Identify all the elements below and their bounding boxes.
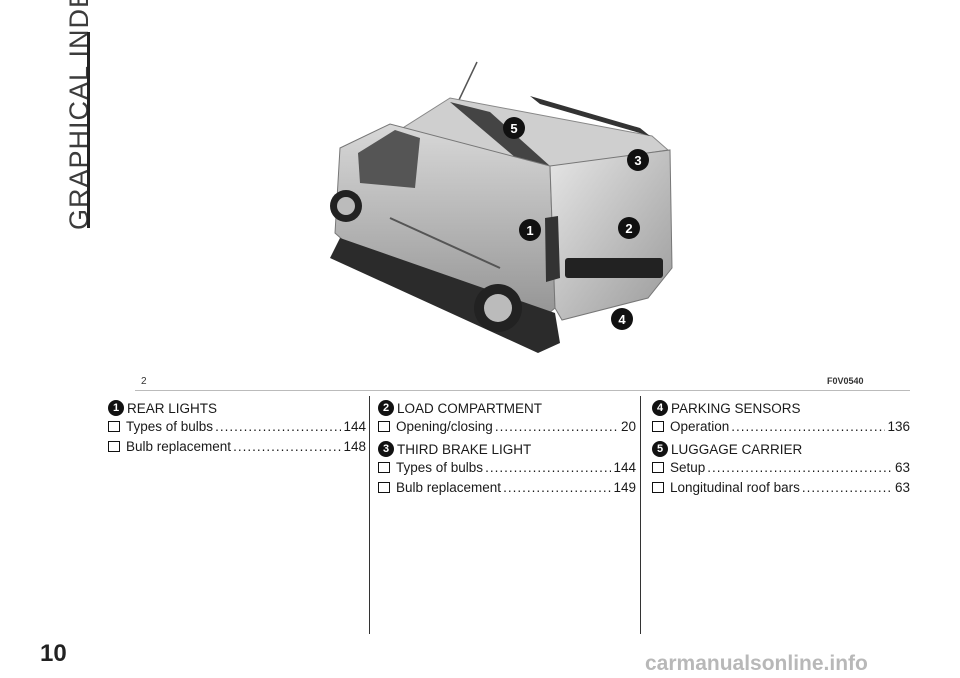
index-entry[interactable]: Setup 63 — [652, 460, 910, 480]
entry-page: 63 — [894, 460, 910, 475]
entry-bullet-icon — [108, 421, 120, 432]
callout-3: 3 — [634, 153, 641, 168]
entry-bullet-icon — [378, 462, 390, 473]
index-entry[interactable]: Longitudinal roof bars 63 — [652, 480, 910, 500]
index-entry[interactable]: Bulb replacement 148 — [108, 439, 366, 459]
column-divider — [369, 396, 370, 634]
leader-dots — [802, 480, 893, 495]
group-title: PARKING SENSORS — [671, 400, 801, 416]
van-rear-illustration: 1 2 3 4 5 — [330, 61, 673, 353]
entry-page: 144 — [613, 460, 636, 475]
entry-bullet-icon — [652, 421, 664, 432]
entry-page: 63 — [894, 480, 910, 495]
callout-badge: 4 — [652, 400, 668, 416]
callout-badge: 5 — [652, 441, 668, 457]
index-entry[interactable]: Types of bulbs 144 — [378, 460, 636, 480]
entry-bullet-icon — [378, 421, 390, 432]
section-title-vertical: GRAPHICAL INDEX — [56, 0, 96, 230]
leader-dots — [495, 419, 619, 434]
entry-label: Types of bulbs — [126, 419, 214, 434]
index-column-3: 4 PARKING SENSORS Operation 136 5 LUGGAG… — [652, 398, 910, 500]
entry-label: Operation — [670, 419, 730, 434]
leader-dots — [233, 439, 341, 454]
leader-dots — [485, 460, 611, 475]
entry-label: Bulb replacement — [396, 480, 502, 495]
group-heading: 1 REAR LIGHTS — [108, 398, 366, 418]
index-column-1: 1 REAR LIGHTS Types of bulbs 144 Bulb re… — [108, 398, 366, 459]
section-title: GRAPHICAL INDEX — [64, 0, 94, 230]
callout-badge: 3 — [378, 441, 394, 457]
group-heading: 2 LOAD COMPARTMENT — [378, 398, 636, 418]
entry-bullet-icon — [652, 462, 664, 473]
figure-code: F0V0540 — [827, 376, 864, 386]
callout-badge: 1 — [108, 400, 124, 416]
watermark-text: carmanualsonline.info — [645, 652, 868, 675]
index-entry[interactable]: Opening/closing 20 — [378, 419, 636, 439]
entry-label: Types of bulbs — [396, 460, 484, 475]
entry-label: Setup — [670, 460, 706, 475]
index-entry[interactable]: Types of bulbs 144 — [108, 419, 366, 439]
leader-dots — [707, 460, 893, 475]
section-rule — [87, 32, 90, 228]
entry-bullet-icon — [108, 441, 120, 452]
group-title: LUGGAGE CARRIER — [671, 441, 803, 457]
leader-dots — [503, 480, 611, 495]
entry-page: 20 — [620, 419, 636, 434]
column-divider — [640, 396, 641, 634]
figure-caption-rule — [135, 390, 910, 391]
page-number: 10 — [40, 640, 67, 667]
group-title: THIRD BRAKE LIGHT — [397, 441, 532, 457]
index-entry[interactable]: Operation 136 — [652, 419, 910, 439]
callout-5: 5 — [510, 121, 517, 136]
entry-label: Longitudinal roof bars — [670, 480, 800, 495]
callout-2: 2 — [625, 221, 632, 236]
entry-page: 148 — [343, 439, 366, 454]
entry-label: Bulb replacement — [126, 439, 232, 454]
callout-1: 1 — [526, 223, 533, 238]
figure-number: 2 — [141, 376, 147, 387]
leader-dots — [215, 419, 341, 434]
leader-dots — [731, 419, 885, 434]
entry-page: 149 — [613, 480, 636, 495]
group-heading: 3 THIRD BRAKE LIGHT — [378, 439, 636, 459]
entry-page: 136 — [887, 419, 910, 434]
entry-label: Opening/closing — [396, 419, 493, 434]
group-heading: 4 PARKING SENSORS — [652, 398, 910, 418]
index-column-2: 2 LOAD COMPARTMENT Opening/closing 20 3 … — [378, 398, 636, 500]
group-title: LOAD COMPARTMENT — [397, 400, 543, 416]
entry-bullet-icon — [378, 482, 390, 493]
entry-bullet-icon — [652, 482, 664, 493]
entry-page: 144 — [343, 419, 366, 434]
callout-badge: 2 — [378, 400, 394, 416]
index-entry[interactable]: Bulb replacement 149 — [378, 480, 636, 500]
group-title: REAR LIGHTS — [127, 400, 218, 416]
group-heading: 5 LUGGAGE CARRIER — [652, 439, 910, 459]
callout-4: 4 — [618, 312, 626, 327]
